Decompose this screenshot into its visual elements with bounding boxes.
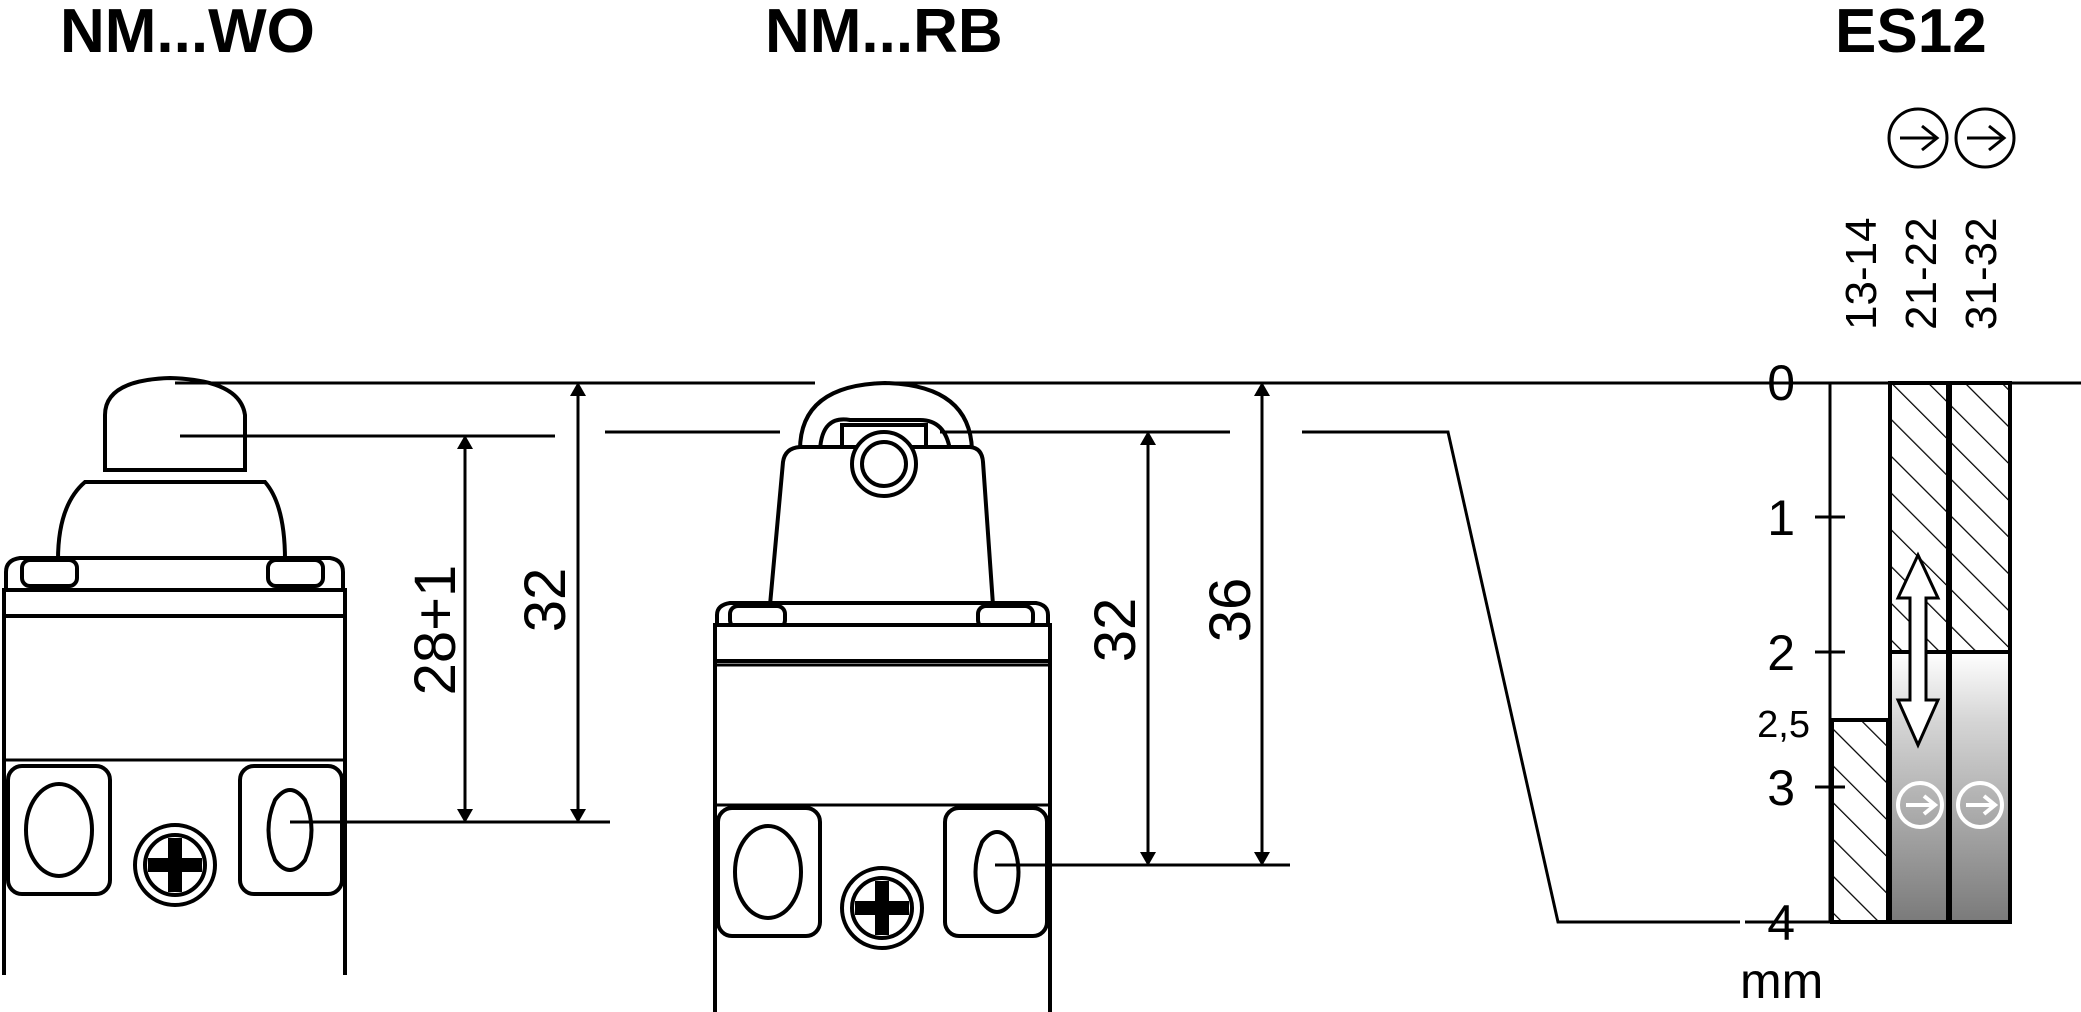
- tick-label-2: 2: [1767, 625, 1795, 681]
- contact-31-32-forced-opening-zone: [1948, 650, 2012, 924]
- tick-label-0: 0: [1767, 355, 1795, 411]
- arrow-in-circle-icon: [1887, 107, 1949, 169]
- contact-label-31-32: 31-32: [1957, 217, 2006, 330]
- arrow-in-circle-icon: [1956, 781, 2004, 829]
- dim-rb-outer: 36: [1198, 578, 1263, 643]
- dim-rb-inner: 32: [1083, 598, 1148, 663]
- unit-label: mm: [1740, 953, 1823, 1009]
- contact-13-14-closed-zone: [1830, 718, 1890, 924]
- switch-nm-wo: [2, 375, 347, 975]
- arrow-in-circle-icon: [1954, 107, 2016, 169]
- tick-label-4: 4: [1767, 895, 1795, 951]
- head-flange: [4, 556, 345, 592]
- contact-label-13-14: 13-14: [1837, 217, 1886, 330]
- head-flange-rb: [715, 601, 1050, 627]
- plunger-dome: [103, 375, 247, 472]
- title-nm-wo: NM...WO: [60, 0, 315, 66]
- double-headed-arrow-icon: [1895, 551, 1941, 749]
- tick-label-1: 1: [1767, 490, 1795, 546]
- switch-nm-rb: [713, 380, 1052, 1012]
- contact-label-21-22: 21-22: [1897, 217, 1946, 330]
- dim-wo-inner: 28+1: [403, 565, 468, 696]
- arrow-in-circle-icon: [1896, 781, 1944, 829]
- title-nm-rb: NM...RB: [765, 0, 1003, 66]
- tick-label-3: 3: [1767, 760, 1795, 816]
- plunger-housing: [55, 480, 288, 562]
- title-es12: ES12: [1835, 0, 1987, 66]
- roller-lever-housing: [767, 445, 996, 607]
- dim-wo-outer: 32: [513, 568, 578, 633]
- tick-label-2-5: 2,5: [1757, 704, 1810, 746]
- contact-31-32-closed-zone: [1948, 381, 2012, 654]
